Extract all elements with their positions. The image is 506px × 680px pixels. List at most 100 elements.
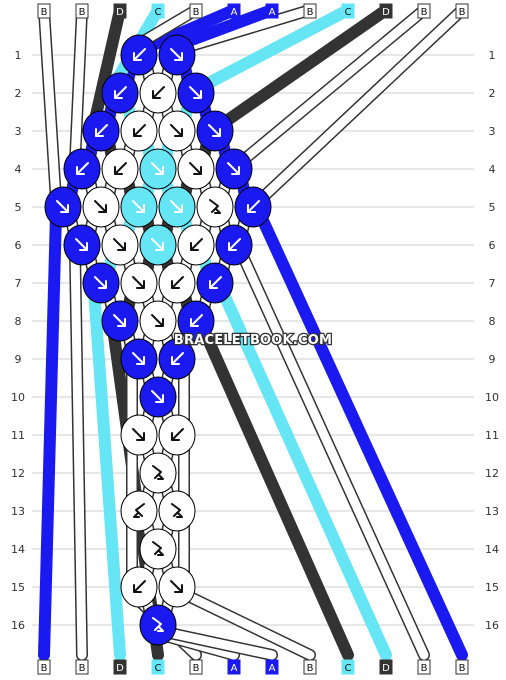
knot xyxy=(177,300,215,342)
strand-label: B xyxy=(193,663,200,674)
strand-label-box xyxy=(455,3,469,19)
strand-label: B xyxy=(459,663,466,674)
knot-arrow-icon xyxy=(190,238,203,251)
strand-label: B xyxy=(421,7,428,18)
knot-arrow-icon xyxy=(227,162,240,175)
strand-label: A xyxy=(231,663,238,674)
knot-arrow-icon xyxy=(114,162,127,175)
knot-arrow-icon xyxy=(171,276,184,289)
row-number: 9 xyxy=(489,353,496,366)
strand-label-box xyxy=(417,659,431,675)
row-number: 4 xyxy=(15,163,22,176)
row-number: 7 xyxy=(489,277,496,290)
strand-label-box xyxy=(379,3,393,19)
knot-arrow-icon xyxy=(133,48,146,61)
strand-label-box xyxy=(303,3,317,19)
strand-label: A xyxy=(269,7,276,18)
knot xyxy=(139,604,177,646)
strand-label-box xyxy=(75,3,89,19)
knot-arrow-icon xyxy=(132,428,145,441)
row-number: 1 xyxy=(489,49,496,62)
knot-arrow-icon xyxy=(152,541,164,556)
row-number: 4 xyxy=(489,163,496,176)
knot-arrow-icon xyxy=(94,200,107,213)
knot-arrow-icon xyxy=(133,124,146,137)
knot xyxy=(101,72,139,114)
row-number: 3 xyxy=(489,125,496,138)
knot xyxy=(177,72,215,114)
knot-circle xyxy=(196,186,234,228)
knot-arrow-icon xyxy=(209,276,222,289)
row-number: 2 xyxy=(15,87,22,100)
watermark: BRACELETBOOK.COM xyxy=(174,333,332,348)
strand-label-box xyxy=(303,659,317,675)
knot xyxy=(158,338,196,380)
row-number: 10 xyxy=(11,391,25,404)
row-number: 11 xyxy=(485,429,499,442)
strand-label-box xyxy=(189,659,203,675)
knot xyxy=(177,224,215,266)
knot-arrow-icon xyxy=(113,238,126,251)
strand-label-box xyxy=(113,3,127,19)
knot-arrow-icon xyxy=(95,124,108,137)
knot-arrow-icon xyxy=(151,238,164,251)
row-number: 12 xyxy=(485,467,499,480)
strand-label-box xyxy=(455,659,469,675)
strand-label-box xyxy=(227,3,241,19)
strand-label-box xyxy=(151,3,165,19)
knots xyxy=(44,34,272,646)
strand-label: D xyxy=(116,663,124,674)
strand-label: C xyxy=(155,663,162,674)
strand-label-box xyxy=(265,659,279,675)
knot xyxy=(63,148,101,190)
knot-arrow-icon xyxy=(56,200,69,213)
knot-arrow-icon xyxy=(113,314,126,327)
strand-label-box xyxy=(379,659,393,675)
knot-arrow-icon xyxy=(170,48,183,61)
strand-label-box xyxy=(151,659,165,675)
knot xyxy=(82,262,120,304)
strand-label: C xyxy=(345,663,352,674)
row-number: 5 xyxy=(15,201,22,214)
knot xyxy=(63,224,101,266)
knot xyxy=(139,148,177,190)
knot-circle xyxy=(120,490,158,532)
row-number: 16 xyxy=(11,619,25,632)
strand-label-box xyxy=(113,659,127,675)
row-number: 15 xyxy=(485,581,499,594)
knot-arrow-icon xyxy=(170,580,183,593)
knot xyxy=(158,34,196,76)
knot xyxy=(101,224,139,266)
strand-label: B xyxy=(79,663,86,674)
strand-label: B xyxy=(193,7,200,18)
strand-label-box xyxy=(227,659,241,675)
knot-circle xyxy=(139,528,177,570)
knot-arrow-icon xyxy=(152,617,164,632)
knot xyxy=(177,148,215,190)
strand-label: B xyxy=(41,663,48,674)
knot-arrow-icon xyxy=(151,390,164,403)
knot xyxy=(215,148,253,190)
row-number: 3 xyxy=(15,125,22,138)
knot-arrow-icon xyxy=(152,86,165,99)
knot xyxy=(196,262,234,304)
strand-label: B xyxy=(79,7,86,18)
knot-arrow-icon xyxy=(151,162,164,175)
strand-label: A xyxy=(269,663,276,674)
row-number: 8 xyxy=(489,315,496,328)
knot xyxy=(139,224,177,266)
strand-label: B xyxy=(421,663,428,674)
knot xyxy=(234,186,272,228)
knot xyxy=(196,186,234,228)
knot xyxy=(158,262,196,304)
knot-arrow-icon xyxy=(94,276,107,289)
knot xyxy=(158,490,196,532)
knot xyxy=(120,262,158,304)
row-number: 14 xyxy=(11,543,25,556)
knot-arrow-icon xyxy=(171,428,184,441)
knot xyxy=(158,566,196,608)
knot-arrow-icon xyxy=(247,200,260,213)
